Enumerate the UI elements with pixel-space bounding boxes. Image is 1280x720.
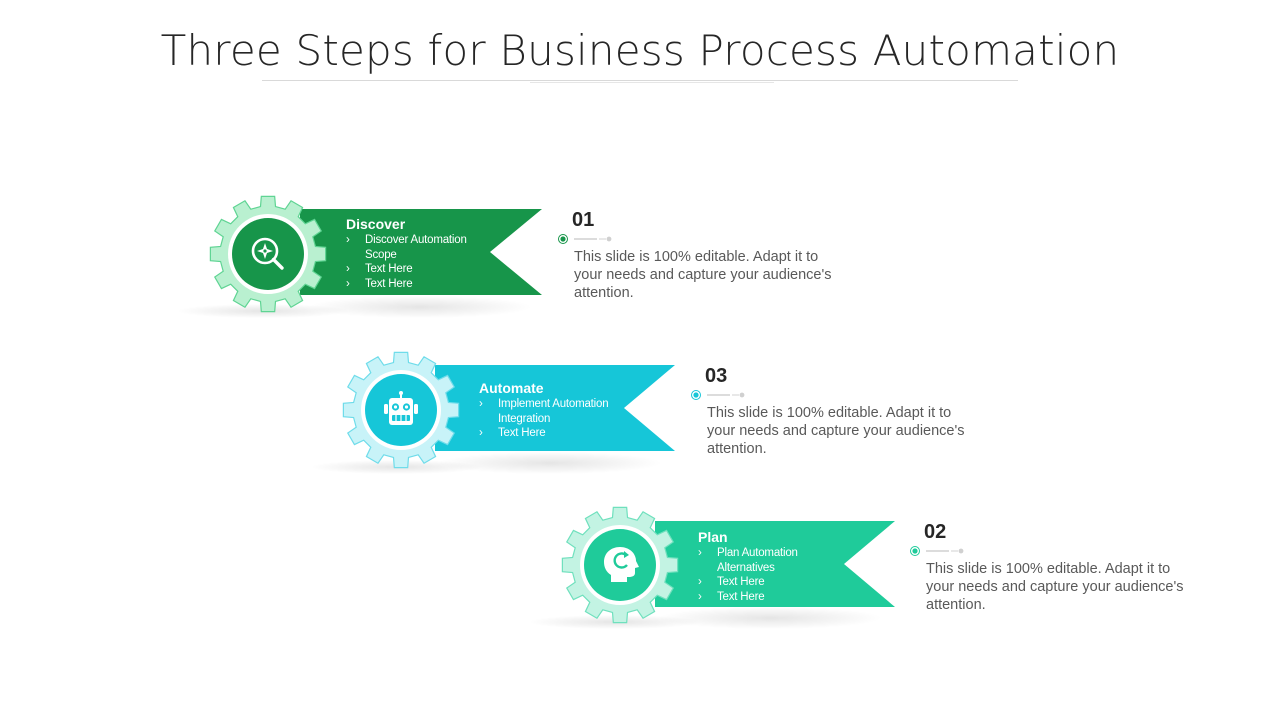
item-text: Implement Automation Integration xyxy=(498,398,609,425)
step-banner xyxy=(300,209,545,295)
step-heading: Plan xyxy=(698,529,728,545)
item-text: Text Here xyxy=(365,277,413,290)
bullet-chevron: › xyxy=(346,234,350,246)
gear xyxy=(341,350,461,470)
list-item: › Text Here xyxy=(698,590,848,605)
title-underline-accent xyxy=(530,82,774,83)
banner-shadow xyxy=(310,296,530,318)
bullet-chevron: › xyxy=(346,263,350,275)
magnifier-compass-icon xyxy=(245,231,291,277)
step-number: 03 xyxy=(705,365,728,387)
title-underline xyxy=(262,80,1018,81)
gear-center xyxy=(232,218,304,290)
bullet-chevron: › xyxy=(479,427,483,439)
item-text: Text Here xyxy=(498,427,546,439)
marker-dots xyxy=(690,388,750,400)
item-text: Text Here xyxy=(365,263,413,275)
list-item: › Plan Automation Alternatives xyxy=(698,546,848,575)
item-text: Text Here xyxy=(717,576,765,588)
step-banner xyxy=(435,365,680,451)
step-description: This slide is 100% editable. Adapt it to… xyxy=(574,249,832,301)
robot-icon xyxy=(378,387,424,433)
list-item: › Text Here xyxy=(346,277,496,292)
step-number: 02 xyxy=(924,521,947,543)
bullet-chevron: › xyxy=(479,398,483,410)
bullet-chevron: › xyxy=(346,277,350,290)
slide-title: Three Steps for Business Process Automat… xyxy=(160,26,1120,75)
item-text: Text Here xyxy=(717,590,765,603)
list-item: › Text Here xyxy=(346,262,496,277)
marker-dots xyxy=(909,544,969,556)
list-item: › Discover Automation Scope xyxy=(346,233,496,262)
banner-shadow xyxy=(440,452,660,474)
list-item: › Implement Automation Integration xyxy=(479,397,629,426)
bullet-chevron: › xyxy=(698,576,702,588)
item-text: Discover Automation Scope xyxy=(365,234,467,261)
step-description: This slide is 100% editable. Adapt it to… xyxy=(926,561,1184,613)
item-text: Plan Automation Alternatives xyxy=(717,547,798,574)
bullet-chevron: › xyxy=(698,590,702,603)
step-number: 01 xyxy=(572,209,595,231)
step-description: This slide is 100% editable. Adapt it to… xyxy=(707,405,965,457)
head-refresh-icon xyxy=(597,542,643,588)
step-heading: Automate xyxy=(479,380,544,396)
marker-dots xyxy=(557,232,617,244)
banner-shadow xyxy=(660,607,880,629)
bullet-chevron: › xyxy=(698,547,702,559)
step-heading: Discover xyxy=(346,216,406,232)
step-banner xyxy=(655,521,900,607)
gear xyxy=(208,194,328,314)
list-item: › Text Here xyxy=(698,575,848,590)
gear xyxy=(560,505,680,625)
list-item: › Text Here xyxy=(479,426,629,441)
